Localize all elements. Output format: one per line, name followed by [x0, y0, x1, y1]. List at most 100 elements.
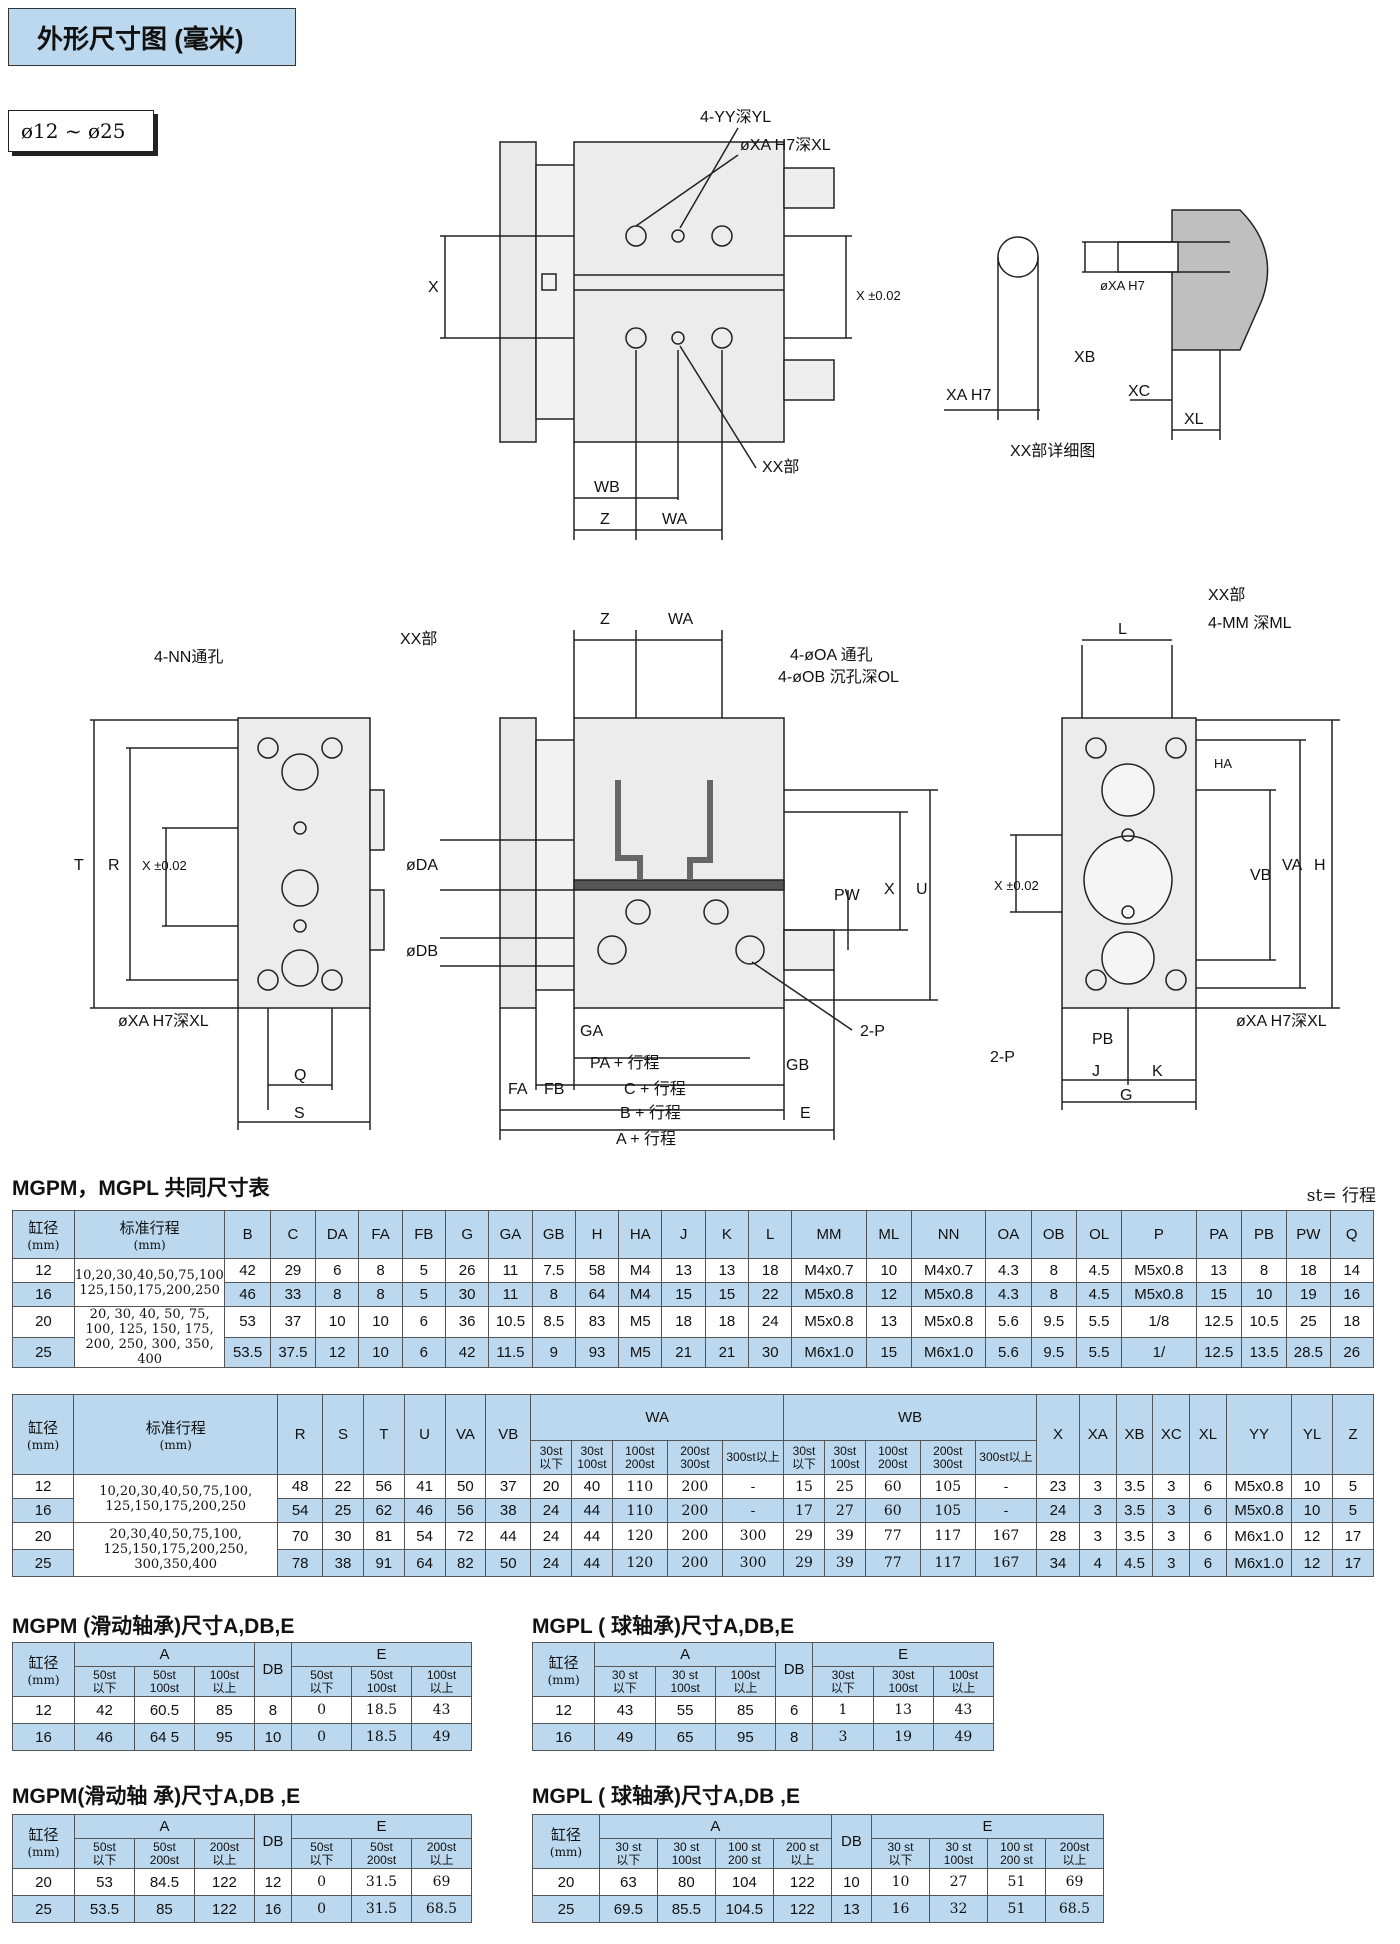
header-col: XC: [1152, 1394, 1191, 1475]
value-cell: 6: [401, 1336, 447, 1368]
label-xx-part: XX部: [762, 458, 799, 476]
bore-cell: 25: [532, 1895, 600, 1923]
wb-cell: -: [974, 1498, 1038, 1523]
wa-cell: 24: [530, 1498, 572, 1523]
value-cell: 4.5: [1075, 1258, 1123, 1283]
wa-cell: -: [721, 1498, 785, 1523]
detail-label-xl: XL: [1184, 411, 1204, 428]
value-cell: M4x0.7: [791, 1258, 867, 1283]
value-cell: 38: [322, 1549, 364, 1577]
value-cell: M5: [618, 1306, 663, 1338]
header-col: XA: [1078, 1394, 1117, 1475]
label-yy-depth: 4-YY深YL: [700, 108, 771, 126]
value-cell: 10: [358, 1306, 403, 1338]
value-cell: 3.5: [1115, 1522, 1154, 1550]
value-cell: 18: [748, 1258, 793, 1283]
bore-cell: 25: [11, 1895, 76, 1923]
side-label-oa: 4-øOA 通孔: [790, 646, 873, 664]
value-cell: 42: [444, 1336, 490, 1368]
side-label-c: C + 行程: [624, 1080, 686, 1098]
wa-cell: 110: [611, 1498, 668, 1523]
bore-cell: 16: [12, 1282, 75, 1307]
value-cell: 8: [315, 1282, 360, 1307]
right-label-xx: XX部: [1208, 586, 1245, 604]
a-cell: 69.5: [598, 1895, 658, 1923]
value-cell: 17: [1331, 1549, 1375, 1577]
header-bore: 缸径(mm): [531, 1642, 596, 1697]
header-col: Q: [1329, 1210, 1375, 1259]
side-label-ga: GA: [580, 1023, 603, 1040]
e-cell: 49: [410, 1723, 473, 1751]
range-to: 100st: [671, 1852, 702, 1867]
wb-cell: 39: [823, 1522, 866, 1550]
value-cell: 3.5: [1115, 1474, 1154, 1499]
range-to: 以上: [212, 1680, 237, 1695]
header-col: HA: [618, 1210, 663, 1259]
value-cell: 6: [401, 1306, 447, 1338]
value-cell: 12: [315, 1336, 360, 1368]
range-to: 以下: [92, 1680, 117, 1695]
range-from: 30st: [891, 1667, 915, 1682]
label-xa-depth: øXA H7深XL: [740, 136, 831, 154]
e-cell: 16: [871, 1895, 930, 1923]
header-col: C: [269, 1210, 317, 1259]
bore-cell: 20: [532, 1868, 600, 1896]
header-bore-label: 缸径: [550, 1827, 581, 1844]
e-cell: 43: [410, 1696, 473, 1724]
value-cell: 8: [531, 1282, 576, 1307]
range-to: 200st: [625, 1456, 655, 1471]
header-col: H: [574, 1210, 620, 1259]
range-from: 30 st: [611, 1667, 638, 1682]
value-cell: 81: [362, 1522, 405, 1550]
e-cell: 18.5: [351, 1723, 412, 1751]
value-cell: 64: [403, 1549, 446, 1577]
range-from: 30 st: [615, 1839, 642, 1854]
value-cell: M6x1.0: [1225, 1549, 1293, 1577]
header-bore-label: 缸径: [28, 1220, 59, 1237]
a-cell: 85.5: [656, 1895, 716, 1923]
value-cell: M4x0.7: [910, 1258, 987, 1283]
range-from: 200st: [426, 1839, 457, 1854]
range-from: 30 st: [672, 1667, 699, 1682]
header-bore-unit: (mm): [547, 1673, 580, 1687]
value-cell: 13: [865, 1306, 912, 1338]
range-from: 100st: [625, 1443, 655, 1458]
side-label-z: Z: [600, 611, 610, 628]
value-cell: 15: [865, 1336, 912, 1368]
header-bore-label: 缸径: [548, 1655, 579, 1672]
range-from: 30st: [792, 1443, 816, 1458]
range-to: 200st: [366, 1852, 397, 1867]
header-a: A: [598, 1814, 832, 1839]
value-cell: 6: [315, 1258, 360, 1283]
value-cell: 56: [444, 1498, 487, 1523]
value-cell: 48: [277, 1474, 324, 1499]
wb-cell: 29: [783, 1522, 825, 1550]
header-col: FA: [358, 1210, 403, 1259]
stroke-note: st= 行程: [1306, 1186, 1376, 1206]
db-cell: 6: [774, 1696, 814, 1724]
e-cell: 43: [932, 1696, 995, 1724]
value-cell: 18: [1329, 1306, 1375, 1338]
right-label-h: H: [1314, 857, 1326, 874]
value-cell: 10: [358, 1336, 403, 1368]
wa-cell: 40: [570, 1474, 613, 1499]
value-cell: M5x0.8: [791, 1306, 867, 1338]
value-cell: 3: [1152, 1522, 1191, 1550]
wb-cell: 167: [974, 1549, 1038, 1577]
value-cell: 6: [1189, 1522, 1227, 1550]
a-cell: 55: [654, 1696, 716, 1724]
value-cell: M5x0.8: [1121, 1282, 1197, 1307]
value-cell: 12: [1291, 1549, 1333, 1577]
wa-cell: 110: [611, 1474, 668, 1499]
bore-cell: 20: [12, 1306, 75, 1338]
header-col: B: [224, 1210, 271, 1259]
range-to: 以下: [888, 1852, 913, 1867]
value-cell: 30: [322, 1522, 364, 1550]
value-cell: 10: [1240, 1282, 1288, 1307]
a-cell: 104: [714, 1868, 774, 1896]
